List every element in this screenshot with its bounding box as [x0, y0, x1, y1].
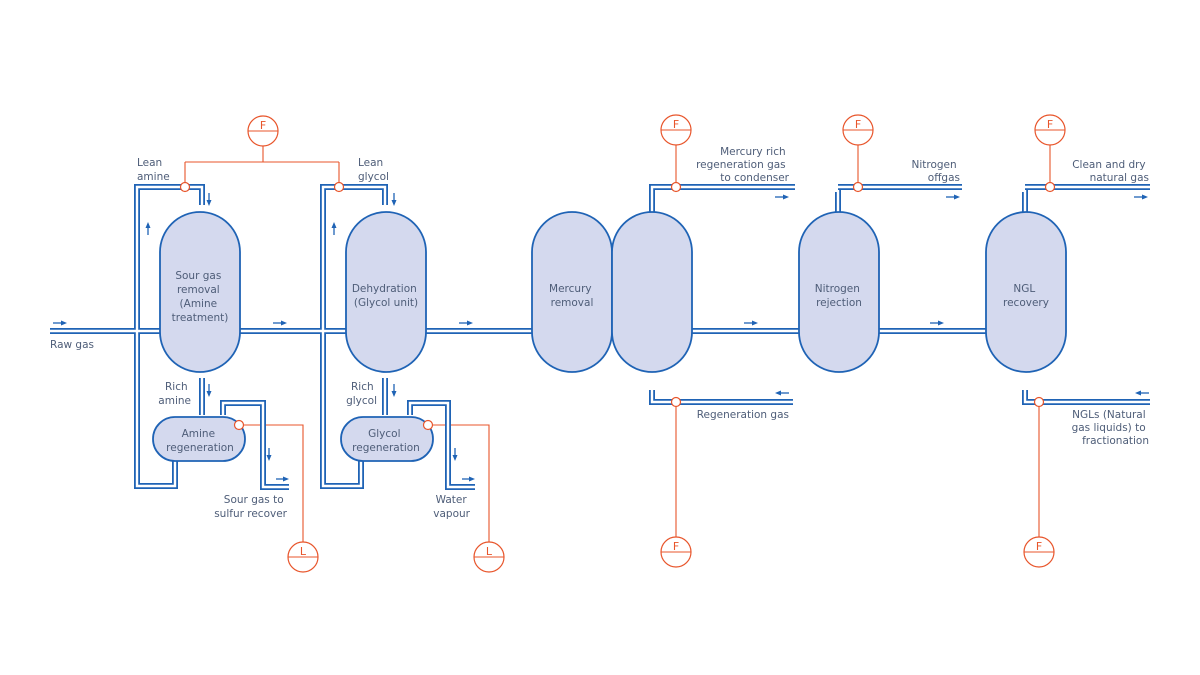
sensor-tap-icon — [670, 181, 682, 193]
sensor-tap-icon — [233, 419, 245, 431]
sensor-tap-icon — [670, 396, 682, 408]
glycol-regeneration-label: Glycol regeneration — [352, 428, 420, 454]
flow-arrow-icon — [391, 193, 397, 206]
flow-indicator-icon[interactable]: F — [660, 536, 692, 568]
clean-dry-gas-label: Clean and dry natural gas — [1072, 159, 1149, 184]
vessel-labels: Sour gas removal (Amine treatment) Dehyd… — [166, 270, 1049, 454]
svg-text:F: F — [1047, 118, 1053, 131]
flow-arrow-icon — [946, 194, 960, 200]
sensor-tap-icon — [852, 181, 864, 193]
flow-arrow-icon — [1135, 390, 1149, 396]
sensor-tap-icon — [333, 181, 345, 193]
flow-arrow-icon — [462, 476, 475, 482]
vessels — [152, 211, 1067, 462]
flow-arrow-icon — [775, 390, 789, 396]
sensor-tap-icon — [1033, 396, 1045, 408]
svg-text:F: F — [1036, 540, 1042, 553]
sour-gas-removal-vessel[interactable] — [159, 211, 241, 373]
flow-arrow-icon — [206, 193, 212, 206]
lean-glycol-label: Lean glycol — [358, 157, 389, 183]
flow-arrows — [53, 193, 1149, 482]
flow-arrow-icon — [391, 384, 397, 397]
sensor-tap-icon — [422, 419, 434, 431]
svg-text:F: F — [673, 118, 679, 131]
svg-text:L: L — [486, 545, 493, 558]
rich-amine-label: Rich amine — [158, 381, 191, 407]
flow-arrow-icon — [206, 384, 212, 397]
amine-regeneration-vessel[interactable] — [152, 416, 246, 462]
water-vapour-label: Water vapour — [433, 494, 470, 520]
instruments: F L L F F F F F — [247, 114, 1066, 573]
nitrogen-offgas-label: Nitrogen offgas — [911, 159, 960, 184]
stream-labels: Raw gas Lean amine Rich amine Sour gas t… — [50, 146, 1149, 520]
sensor-taps — [179, 181, 1056, 431]
mercury-rich-gas-label: Mercury rich regeneration gas to condens… — [696, 146, 790, 184]
dehydration-label: Dehydration (Glycol unit) — [352, 283, 420, 309]
glycol-regeneration-vessel[interactable] — [340, 416, 434, 462]
flow-indicator-icon[interactable]: F — [1023, 536, 1055, 568]
flow-arrow-icon — [452, 448, 458, 461]
amine-regeneration-label: Amine regeneration — [166, 428, 234, 454]
mercury-removal-label: Mercury removal — [549, 283, 595, 309]
flow-indicator-icon[interactable]: F — [247, 115, 279, 147]
flow-arrow-icon — [930, 320, 944, 326]
sour-gas-removal-label: Sour gas removal (Amine treatment) — [172, 270, 229, 324]
mercury-removal-vessel-b[interactable] — [611, 211, 693, 373]
flow-arrow-icon — [744, 320, 758, 326]
nitrogen-rejection-label: Nitrogen rejection — [815, 283, 864, 309]
svg-text:F: F — [673, 540, 679, 553]
ngl-fractionation-label: NGLs (Natural gas liquids) to fractionat… — [1072, 409, 1149, 447]
regeneration-gas-label: Regeneration gas — [697, 409, 789, 421]
flow-arrow-icon — [273, 320, 287, 326]
svg-text:F: F — [855, 118, 861, 131]
ngl-recovery-label: NGL recovery — [1003, 283, 1049, 309]
svg-text:F: F — [260, 119, 266, 132]
level-indicator-icon[interactable]: L — [287, 541, 319, 573]
flow-arrow-icon — [331, 222, 337, 235]
flow-indicator-icon[interactable]: F — [1034, 114, 1066, 146]
flow-indicator-icon[interactable]: F — [842, 114, 874, 146]
svg-text:L: L — [300, 545, 307, 558]
flow-arrow-icon — [266, 448, 272, 461]
flow-arrow-icon — [276, 476, 289, 482]
sensor-tap-icon — [179, 181, 191, 193]
ngl-recovery-vessel[interactable] — [985, 211, 1067, 373]
flow-arrow-icon — [1134, 194, 1148, 200]
rich-glycol-label: Rich glycol — [346, 381, 377, 407]
nitrogen-rejection-vessel[interactable] — [798, 211, 880, 373]
flow-arrow-icon — [775, 194, 789, 200]
flow-arrow-icon — [459, 320, 473, 326]
flow-indicator-icon[interactable]: F — [660, 114, 692, 146]
sour-gas-to-sulfur-label: Sour gas to sulfur recover — [214, 494, 287, 520]
flow-arrow-icon — [145, 222, 151, 235]
dehydration-vessel[interactable] — [345, 211, 427, 373]
level-indicator-icon[interactable]: L — [473, 541, 505, 573]
flow-arrow-icon — [53, 320, 67, 326]
raw-gas-label: Raw gas — [50, 339, 94, 351]
sensor-tap-icon — [1044, 181, 1056, 193]
lean-amine-label: Lean amine — [137, 157, 170, 183]
